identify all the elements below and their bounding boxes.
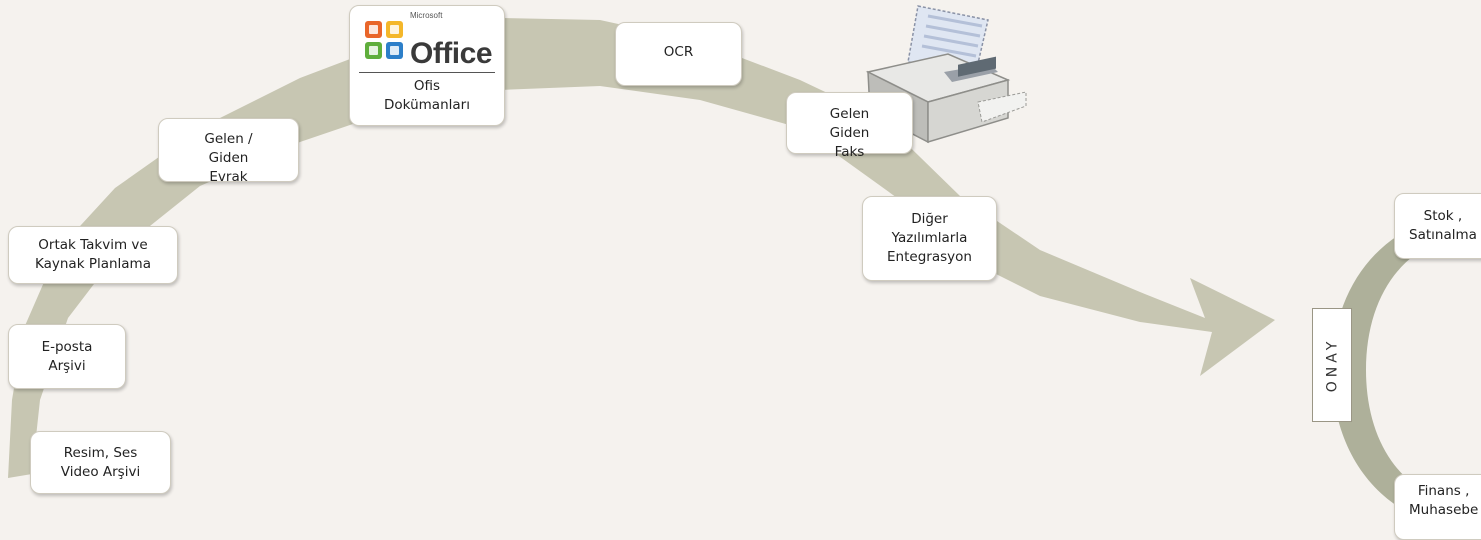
office-squares-icon [364, 21, 403, 59]
node-stok-label: Stok , Satınalma [1409, 208, 1477, 243]
onay-label: ONAY [1312, 308, 1352, 422]
node-gelen-giden-evrak: Gelen / Giden Evrak [158, 118, 299, 185]
node-stok-satinalma: Stok , Satınalma [1394, 193, 1481, 259]
office-brand: Microsoft [409, 11, 443, 20]
node-eposta-label: E-posta Arşivi [41, 338, 93, 374]
office-divider [359, 72, 495, 73]
node-finans-muhasebe: Finans , Muhasebe [1394, 474, 1481, 540]
arrow-band [8, 18, 1275, 478]
node-ocr-label: OCR [663, 43, 694, 60]
node-entegrasyon-label: Diğer Yazılımlarla Entegrasyon [887, 211, 972, 265]
node-eposta: E-posta Arşivi [8, 324, 126, 389]
node-ofis-dokumanlari: Microsoft Office Ofis Dokümanları [349, 5, 505, 126]
node-ofis-label: Ofis Dokümanları [384, 78, 470, 113]
node-finans-label: Finans , Muhasebe [1409, 483, 1479, 518]
node-resim-label: Resim, Ses Video Arşivi [60, 444, 141, 480]
node-gelen-giden-faks: Gelen Giden Faks [786, 92, 913, 160]
node-ortak-takvim: Ortak Takvim ve Kaynak Planlama [8, 226, 178, 284]
office-word: Office [409, 37, 493, 70]
office-logo-icon: Microsoft Office [362, 11, 493, 70]
node-diger-yazilimlar: Diğer Yazılımlarla Entegrasyon [862, 196, 997, 281]
node-faks-label: Gelen Giden Faks [829, 105, 870, 160]
node-takvim-label: Ortak Takvim ve Kaynak Planlama [35, 237, 151, 272]
cycle-ring [1332, 212, 1481, 530]
node-ocr: OCR [615, 22, 742, 86]
node-resim-ses-video: Resim, Ses Video Arşivi [30, 431, 171, 494]
onay-text: ONAY [1324, 337, 1341, 393]
node-evrak-label: Gelen / Giden Evrak [204, 130, 253, 185]
